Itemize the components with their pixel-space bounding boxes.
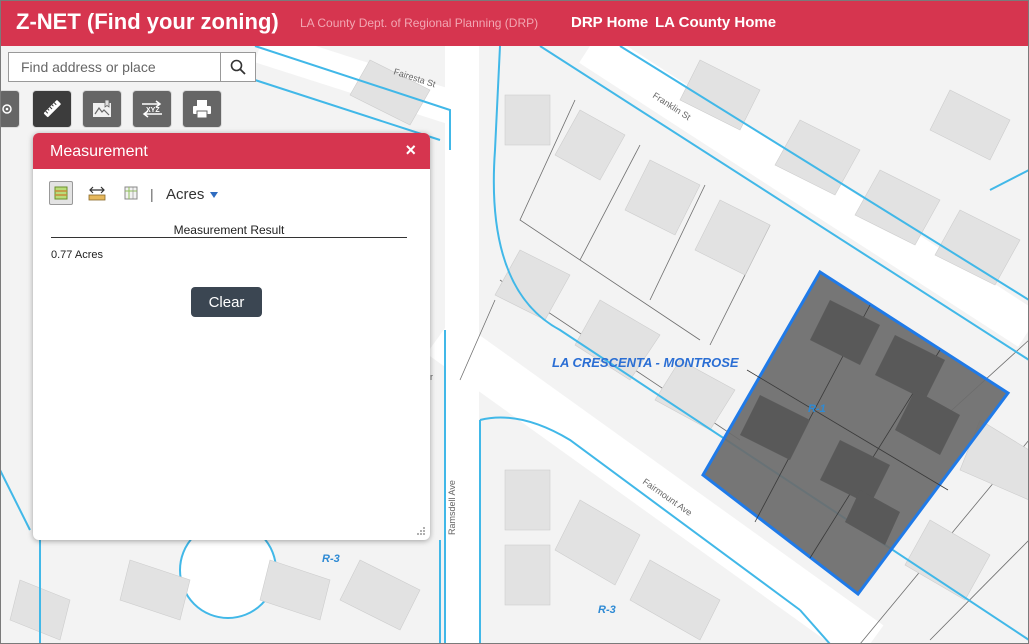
agency-link[interactable]: LA County Dept. of Regional Planning (DR… [300, 16, 539, 30]
coordinates-button[interactable]: XYZ [132, 90, 172, 128]
map-canvas[interactable]: Fairesta St Franklin St Fairmount Ave Ra… [0, 46, 1029, 644]
search-input[interactable] [9, 53, 221, 81]
search-button[interactable] [220, 53, 255, 81]
zone-label-r3-left: R-3 [322, 553, 340, 565]
close-icon[interactable]: × [405, 140, 416, 160]
la-county-home-link[interactable]: LA County Home [655, 14, 777, 31]
unit-label: Acres [166, 186, 205, 203]
community-label: LA CRESCENTA - MONTROSE [552, 355, 739, 370]
distance-icon [88, 186, 106, 201]
unit-dropdown[interactable]: Acres [166, 186, 219, 203]
measurement-header: Measurement × [33, 133, 430, 169]
svg-text:XYZ: XYZ [146, 107, 160, 114]
map-layer[interactable]: Fairesta St Franklin St Fairmount Ave Ra… [0, 46, 1029, 644]
xyz-coordinates-icon: XYZ [142, 100, 162, 118]
bookmark-button[interactable] [82, 90, 122, 128]
location-icon [124, 186, 138, 200]
locate-button[interactable] [0, 90, 20, 128]
resize-handle-icon[interactable] [416, 526, 426, 536]
selected-buildings [740, 300, 960, 545]
print-icon [193, 100, 211, 119]
search-box [8, 52, 256, 82]
measurement-title: Measurement [50, 143, 148, 160]
clear-button[interactable]: Clear [191, 287, 262, 317]
zone-label-r3-bottom: R-3 [598, 604, 616, 616]
result-divider [51, 237, 407, 238]
ruler-icon [43, 100, 61, 118]
area-icon [54, 186, 68, 200]
street-label-ramsdell: Ramsdell Ave [447, 480, 457, 535]
app-header: Z-NET (Find your zoning) LA County Dept.… [0, 0, 1029, 46]
map-bookmark-icon [93, 99, 111, 117]
app-title: Z-NET (Find your zoning) [16, 9, 279, 34]
measure-button[interactable] [32, 90, 72, 128]
location-tool-button[interactable] [119, 181, 143, 205]
street-fairmount [426, 316, 884, 644]
print-button[interactable] [182, 90, 222, 128]
distance-tool-button[interactable] [85, 181, 109, 205]
tool-separator: | [150, 186, 154, 202]
result-label: Measurement Result [173, 223, 285, 237]
locate-icon [2, 104, 12, 114]
zoning-boundaries [0, 46, 1029, 644]
chevron-down-icon [210, 192, 219, 199]
drp-home-link[interactable]: DRP Home [571, 14, 649, 31]
building-footprints [9, 59, 1029, 641]
zone-label-r1: R-1 [808, 403, 826, 415]
measurement-panel: Measurement × | Acres Measurement Result… [33, 133, 430, 540]
area-tool-button[interactable] [49, 181, 73, 205]
result-value: 0.77 Acres [51, 249, 103, 261]
search-icon [230, 59, 246, 75]
selected-parcels[interactable] [701, 269, 1011, 597]
street-franklin [579, 46, 1029, 347]
partial-street-label: r [430, 372, 433, 382]
